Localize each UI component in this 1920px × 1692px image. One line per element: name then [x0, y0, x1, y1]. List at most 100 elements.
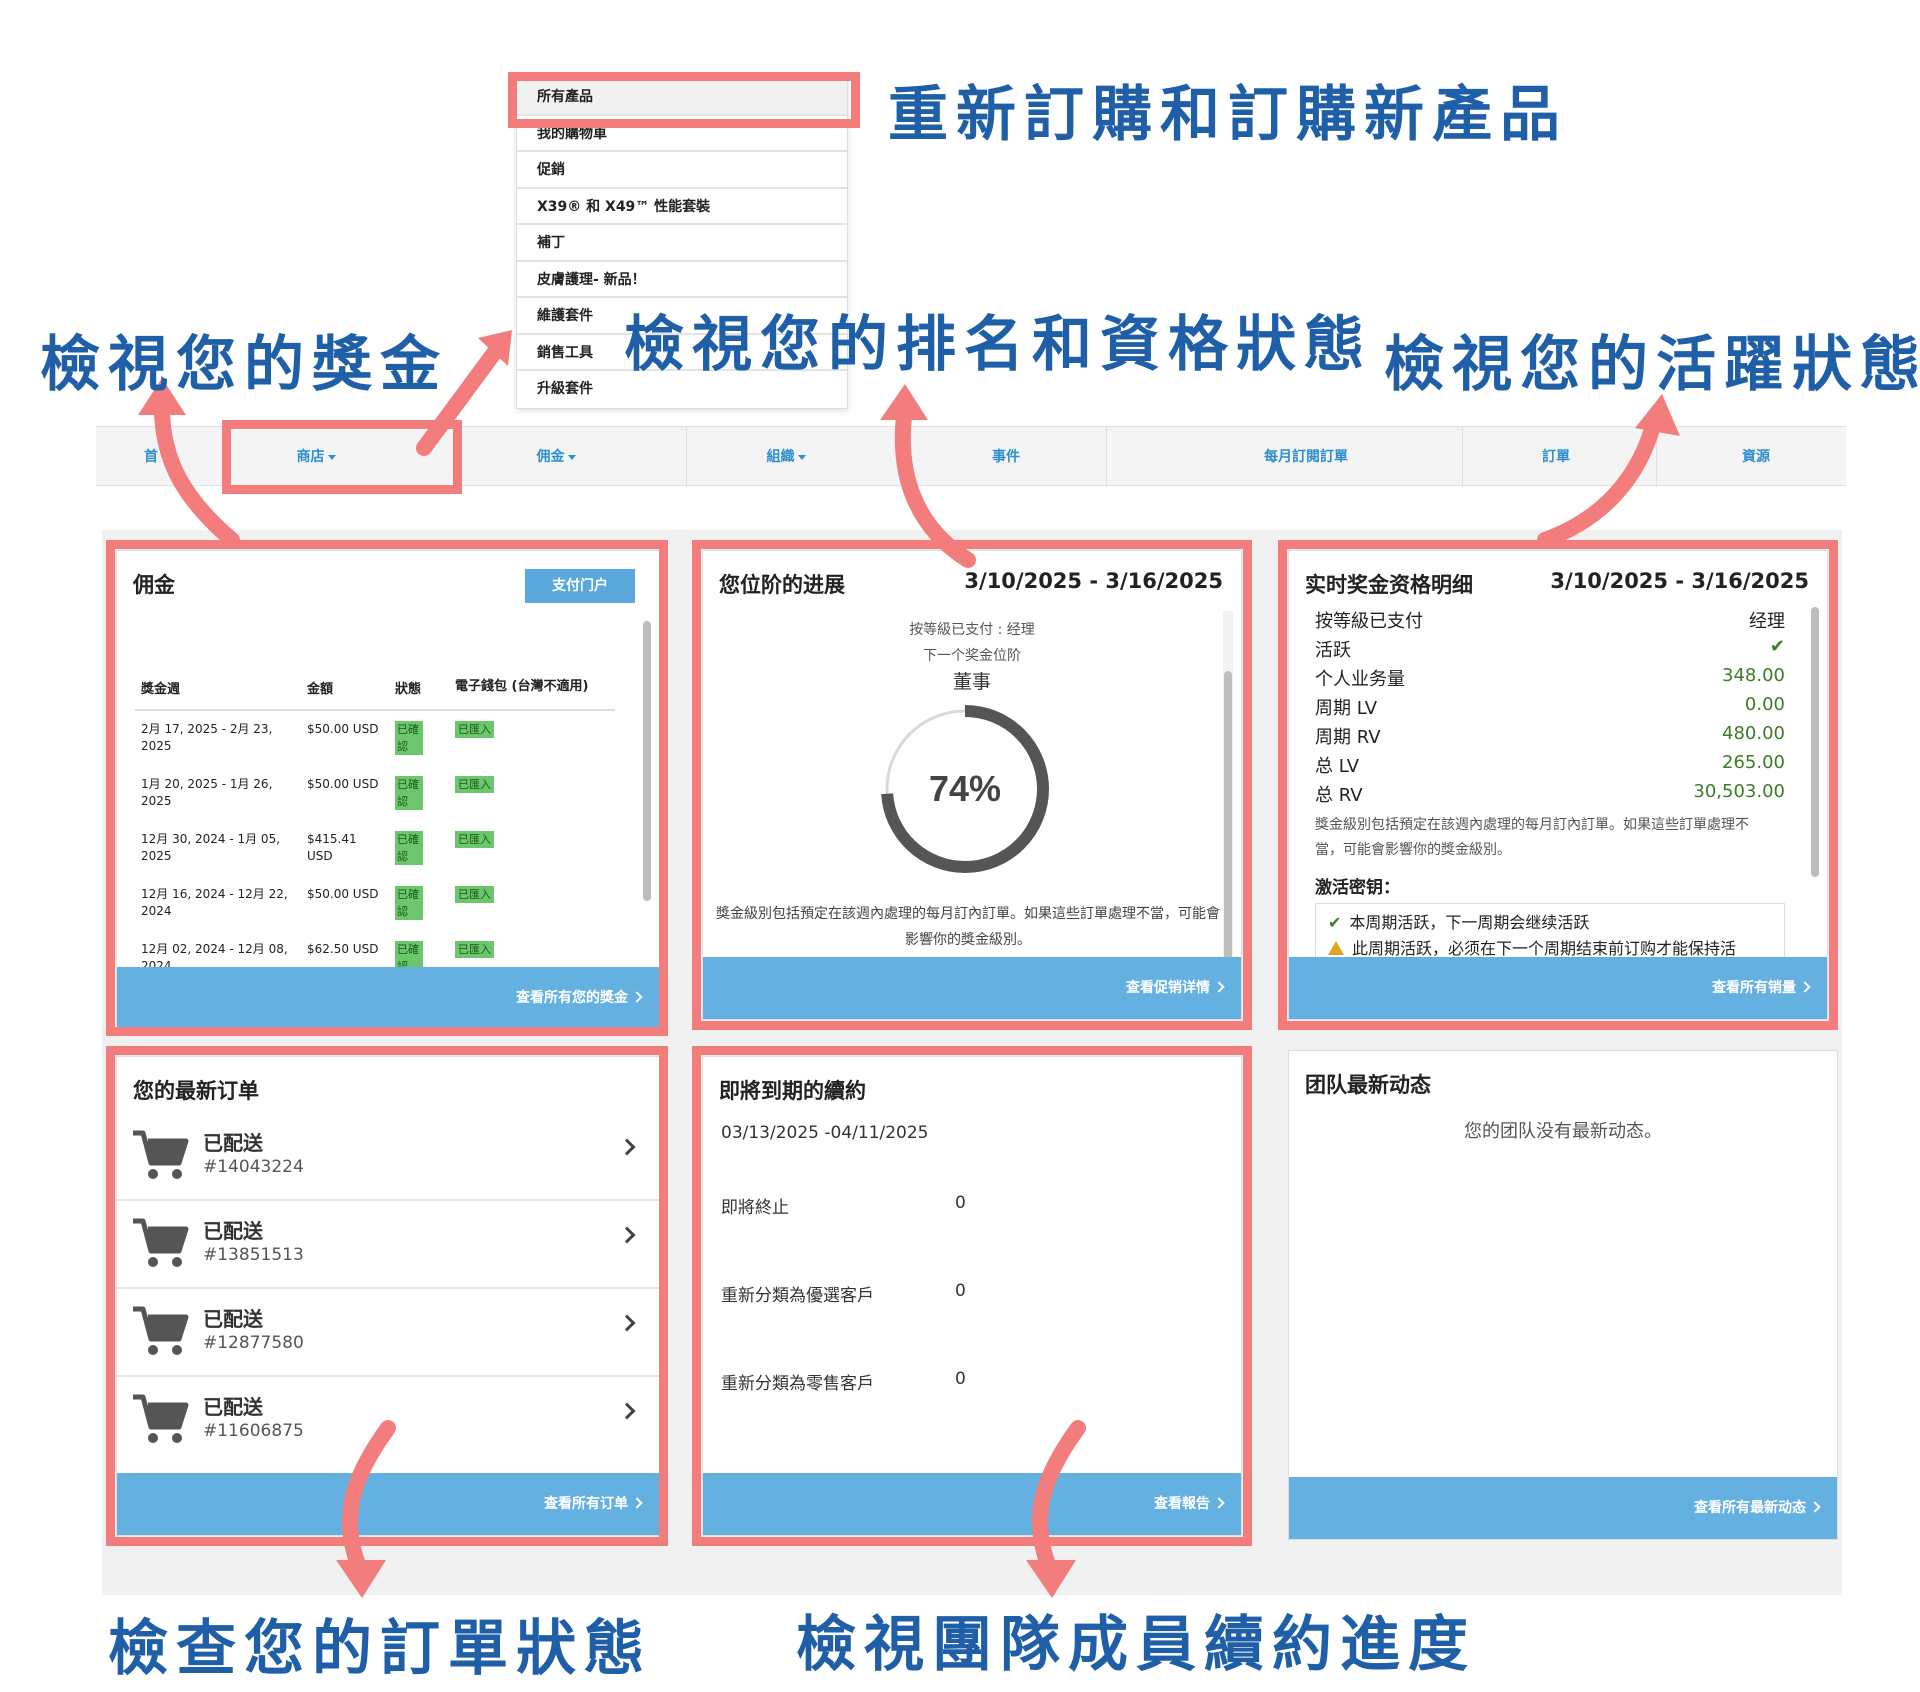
qual-note: 獎金級別包括預定在該週內處理的每月訂內訂單。如果這些訂單處理不當，可能會影響你的… — [1315, 817, 1749, 858]
arrow-orders — [342, 1420, 396, 1578]
shopping-cart-icon — [133, 1306, 189, 1355]
qual-row-cycle-rv: 周期 RV 480.00 — [1315, 723, 1785, 751]
card-title: 佣金 — [133, 573, 175, 597]
row-amount: $50.00 USD — [307, 887, 379, 901]
qual-value: 265.00 — [1722, 752, 1785, 773]
table-row: 1月 20, 2025 - 1月 26, 2025 $50.00 USD 已確認… — [135, 766, 615, 821]
view-promotion-details-link[interactable]: 查看促销详情 — [1126, 977, 1225, 997]
checkmark-icon: ✔ — [1769, 636, 1785, 657]
wallet-badge: 已匯入 — [455, 831, 494, 848]
view-all-bonuses-link[interactable]: 查看所有您的獎金 — [516, 987, 643, 1007]
qual-value: 经理 — [1749, 611, 1785, 632]
order-list-item[interactable]: 已配送 #12877580 — [117, 1289, 659, 1377]
table-row: 12月 30, 2024 - 1月 05, 2025 $415.41 USD 已… — [135, 821, 615, 876]
wallet-badge: 已匯入 — [455, 776, 494, 793]
date-range: 3/10/2025 - 3/16/2025 — [1550, 569, 1809, 593]
scrollbar[interactable] — [643, 621, 651, 901]
qual-label: 周期 RV — [1315, 727, 1381, 748]
table-row: 2月 17, 2025 - 2月 23, 2025 $50.00 USD 已確認… — [135, 711, 615, 766]
nav-resources[interactable]: 資源 — [1742, 449, 1770, 465]
view-report-link[interactable]: 查看報告 — [1154, 1493, 1225, 1513]
nav-divider — [1462, 427, 1463, 487]
order-list-item[interactable]: 已配送 #13851513 — [117, 1201, 659, 1289]
arrow-renewals — [1032, 1420, 1086, 1578]
menu-item-maintenance-kits[interactable]: 維護套件 — [517, 298, 847, 335]
column-header-wallet: 電子錢包 (台灣不適用) — [455, 679, 589, 694]
row-week: 1月 20, 2025 - 1月 26, 2025 — [141, 777, 273, 808]
row-week: 12月 30, 2024 - 1月 05, 2025 — [141, 832, 281, 863]
qual-value: 30,503.00 — [1693, 781, 1785, 802]
view-all-activity-link[interactable]: 查看所有最新动态 — [1694, 1497, 1821, 1517]
order-status: 已配送 — [203, 1219, 263, 1243]
arrowhead-icon — [336, 1560, 386, 1598]
menu-item-all-products[interactable]: 所有產品 — [517, 79, 847, 116]
card-footer: 查看所有最新动态 — [1289, 1477, 1837, 1539]
order-list-item[interactable]: 已配送 #11606875 — [117, 1377, 659, 1465]
nav-commission[interactable]: 佣金 — [466, 427, 646, 487]
qual-row-total-lv: 总 LV 265.00 — [1315, 752, 1785, 780]
annotation-reorder: 重新訂購和訂購新產品 — [888, 80, 1568, 150]
column-header-status: 狀態 — [395, 682, 422, 697]
menu-item-promotions[interactable]: 促銷 — [517, 152, 847, 189]
footer-link-label: 查看所有最新动态 — [1694, 1500, 1806, 1516]
legend-active: ✔本周期活跃，下一周期会继续活跃 — [1328, 910, 1772, 936]
menu-item-upgrade-kits[interactable]: 升級套件 — [537, 381, 593, 397]
menu-item-performance-kits[interactable]: X39® 和 X49™ 性能套裝 — [517, 189, 847, 225]
arrowhead-icon — [880, 384, 928, 420]
arrowhead-icon — [1635, 394, 1680, 436]
activation-key-title: 激活密钥： — [1315, 878, 1400, 898]
nav-events[interactable]: 事件 — [992, 449, 1020, 465]
caret-down-icon — [797, 454, 806, 460]
order-number: #11606875 — [203, 1421, 304, 1441]
renewal-date-range: 03/13/2025 -04/11/2025 — [721, 1123, 929, 1143]
shopping-cart-icon — [133, 1218, 189, 1267]
card-title: 实时奖金资格明细 — [1305, 573, 1473, 597]
footer-link-label: 查看報告 — [1154, 1496, 1210, 1512]
activation-key-legend: ✔本周期活跃，下一周期会继续活跃 此周期活跃，必须在下一个周期结束前订购才能保持… — [1315, 903, 1785, 969]
footer-link-label: 查看促销详情 — [1126, 980, 1210, 996]
order-list-item[interactable]: 已配送 #14043224 — [117, 1113, 659, 1201]
view-all-sales-link[interactable]: 查看所有销量 — [1712, 977, 1811, 997]
qual-label: 按等級已支付 — [1315, 611, 1423, 632]
row-amount: $50.00 USD — [307, 722, 379, 736]
arrowhead-icon — [478, 330, 512, 366]
menu-item-skin-care[interactable]: 皮膚護理- 新品！ — [517, 262, 847, 298]
view-all-orders-link[interactable]: 查看所有订单 — [544, 1493, 643, 1513]
team-activity-card: 团队最新动态 您的团队没有最新动态。 查看所有最新动态 — [1288, 1050, 1838, 1540]
menu-item-patches[interactable]: 補丁 — [517, 225, 847, 262]
qual-row-active: 活跃✔ — [1315, 636, 1785, 664]
renewal-count: 0 — [955, 1193, 966, 1213]
card-footer: 查看所有您的獎金 — [117, 967, 659, 1029]
card-title: 您的最新订单 — [133, 1079, 259, 1103]
nav-orders[interactable]: 訂單 — [1542, 449, 1570, 465]
rank-progress-card: 您位阶的进展 3/10/2025 - 3/16/2025 按等級已支付 : 经理… — [702, 550, 1242, 1020]
renewal-label: 即將終止 — [721, 1198, 789, 1218]
payment-portal-button[interactable]: 支付门户 — [525, 569, 635, 603]
menu-item-my-cart[interactable]: 我的購物車 — [517, 116, 847, 152]
qual-label: 总 RV — [1315, 785, 1363, 806]
qual-value: 480.00 — [1722, 723, 1785, 744]
main-nav: 首 商店 佣金 組織 事件 每月訂閱訂單 訂單 資源 — [96, 426, 1846, 487]
row-week: 12月 16, 2024 - 12月 22, 2024 — [141, 887, 288, 918]
footer-link-label: 查看所有订单 — [544, 1496, 628, 1512]
order-number: #12877580 — [203, 1333, 304, 1353]
status-badge: 已確認 — [395, 831, 423, 865]
scrollbar[interactable] — [1811, 607, 1819, 877]
column-header-week: 獎金週 — [141, 682, 181, 697]
qual-label: 个人业务量 — [1315, 669, 1405, 690]
qual-row-total-rv: 总 RV 30,503.00 — [1315, 781, 1785, 809]
nav-home[interactable]: 首 — [144, 449, 158, 465]
qual-label: 总 LV — [1315, 756, 1360, 777]
nav-shop[interactable]: 商店 — [226, 427, 406, 487]
row-amount: $415.41 USD — [307, 832, 357, 863]
menu-item-sales-tools[interactable]: 銷售工具 — [517, 335, 847, 371]
nav-monthly-orders[interactable]: 每月訂閱訂單 — [1264, 449, 1348, 465]
status-badge: 已確認 — [395, 776, 423, 810]
nav-divider — [1656, 427, 1657, 487]
scrollbar[interactable] — [1224, 671, 1232, 961]
shop-dropdown-menu: 所有產品 我的購物車 促銷 X39® 和 X49™ 性能套裝 補丁 皮膚護理- … — [516, 78, 848, 409]
next-rank-label: 下一个奖金位阶 — [923, 648, 1021, 664]
nav-organization[interactable]: 組織 — [696, 427, 876, 487]
